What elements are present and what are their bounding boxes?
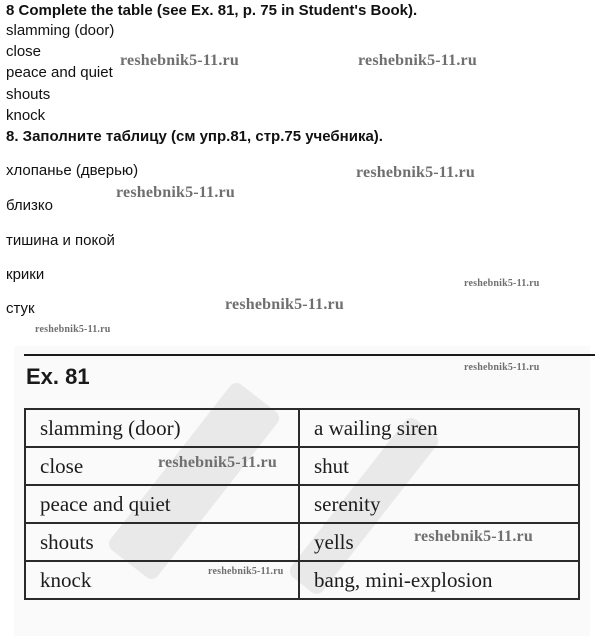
item-ru-3: тишина и покой [6,232,115,249]
table-row: close shut [24,446,580,486]
watermark: reshebnik5-11.ru [116,184,235,201]
watermark: reshebnik5-11.ru [225,296,344,313]
item-en-5: knock [6,107,46,124]
scanned-exercise-image: Ex. 81 slamming (door) a wailing siren c… [14,346,595,636]
table-cell: shut [298,446,580,486]
watermark: reshebnik5-11.ru [208,566,284,577]
table-cell: shouts [24,522,300,562]
watermark: reshebnik5-11.ru [356,164,475,181]
item-en-2: close [6,43,42,60]
item-en-3: peace and quiet [6,64,113,81]
table-cell: bang, mini-explosion [298,560,580,600]
item-ru-4: крики [6,266,45,283]
watermark: reshebnik5-11.ru [158,454,277,471]
item-ru-1: хлопанье (дверью) [6,162,139,179]
table-cell: slamming (door) [24,408,300,448]
divider-rule [24,354,595,356]
table-cell: yells [298,522,580,562]
watermark: reshebnik5-11.ru [35,324,111,335]
table-row: peace and quiet serenity [24,484,580,524]
heading-russian: 8. Заполните таблицу (см упр.81, стр.75 … [6,128,383,145]
watermark: reshebnik5-11.ru [464,362,540,373]
item-ru-2: близко [6,197,53,214]
exercise-table: slamming (door) a wailing siren close sh… [24,408,580,600]
table-cell: a wailing siren [298,408,580,448]
exercise-title: Ex. 81 [26,364,90,389]
item-en-1: slamming (door) [6,22,115,39]
watermark: reshebnik5-11.ru [464,278,540,289]
item-ru-5: стук [6,300,35,317]
table-cell: serenity [298,484,580,524]
table-row: shouts yells [24,522,580,562]
heading-english: 8 Complete the table (see Ex. 81, p. 75 … [6,2,418,19]
table-cell: close [24,446,300,486]
table-row: knock bang, mini-explosion [24,560,580,600]
watermark: reshebnik5-11.ru [414,528,533,545]
table-cell: peace and quiet [24,484,300,524]
table-row: slamming (door) a wailing siren [24,408,580,448]
table-cell: knock [24,560,300,600]
watermark: reshebnik5-11.ru [358,52,477,69]
watermark: reshebnik5-11.ru [120,52,239,69]
item-en-4: shouts [6,86,51,103]
